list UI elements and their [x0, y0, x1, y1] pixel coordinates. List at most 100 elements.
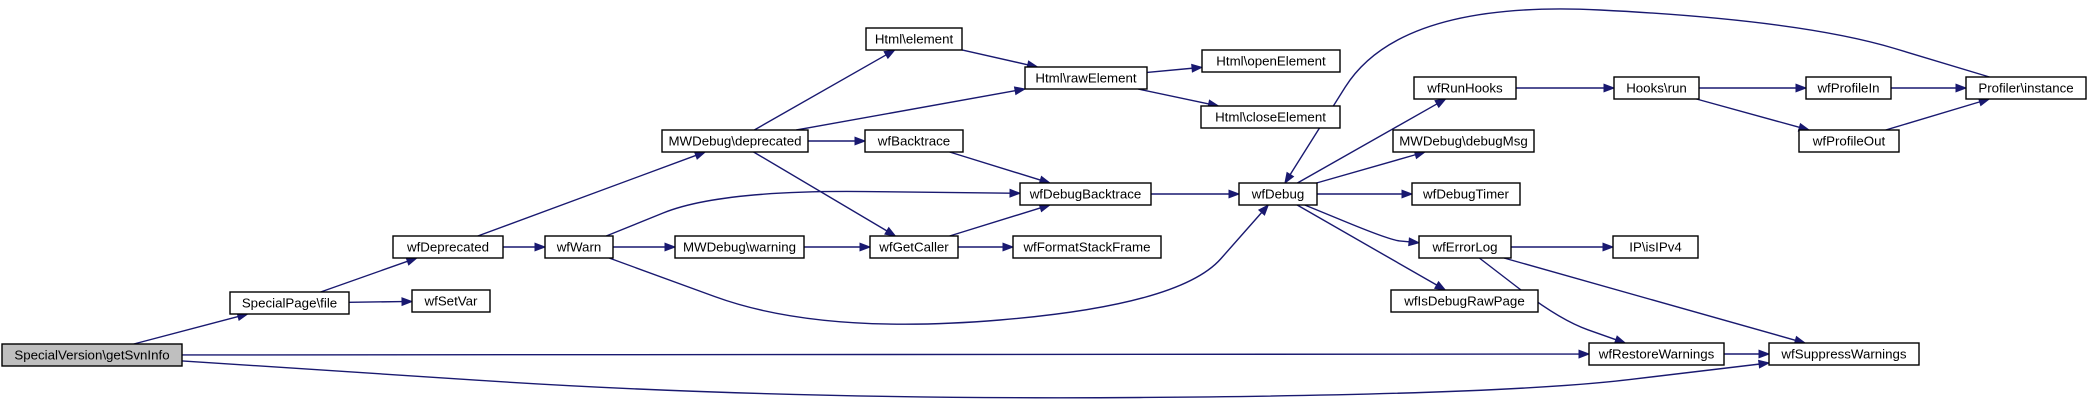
node-label: Html\element — [875, 32, 954, 47]
arrowhead-icon — [1433, 280, 1447, 291]
arrowhead-icon — [1955, 83, 1968, 93]
node-label: wfFormatStackFrame — [1022, 240, 1150, 255]
edge-line — [608, 212, 1263, 325]
node-label: SpecialVersion\getSvnInfo — [14, 348, 169, 363]
node-mwdDeprecated[interactable]: MWDebug\deprecated — [661, 129, 809, 153]
node-hooksRun[interactable]: Hooks\run — [1613, 76, 1700, 100]
arrowhead-icon — [1795, 83, 1808, 93]
node-wfDebugTimer[interactable]: wfDebugTimer — [1411, 182, 1521, 206]
node-label: wfBacktrace — [877, 134, 950, 149]
node-htmlRawElement[interactable]: Html\rawElement — [1024, 66, 1148, 90]
node-wfWarn[interactable]: wfWarn — [544, 235, 614, 259]
edge-wfWarn-to-wfDebugBacktrace — [605, 188, 1022, 237]
edge-file-to-wfDeprecated — [320, 257, 419, 293]
edge-wfErrorLog-to-wfSuppressWarnings — [1503, 257, 1807, 345]
arrowhead-icon — [1578, 349, 1591, 359]
node-wfBacktrace[interactable]: wfBacktrace — [864, 129, 964, 153]
arrowhead-icon — [405, 257, 419, 266]
edge-line — [961, 49, 1028, 66]
edge-wfDeprecated-to-wfWarn — [503, 242, 547, 252]
node-box — [1019, 182, 1152, 206]
node-box — [1418, 235, 1512, 259]
node-htmlElement[interactable]: Html\element — [865, 27, 963, 51]
node-profilerInstance[interactable]: Profiler\instance — [1965, 76, 2087, 100]
arrowhead-icon — [1602, 242, 1615, 252]
edge-line — [1696, 98, 1800, 129]
node-wfRestoreWarnings[interactable]: wfRestoreWarnings — [1588, 342, 1725, 366]
node-box — [864, 129, 964, 153]
node-label: Html\openElement — [1216, 54, 1326, 69]
node-wfErrorLog[interactable]: wfErrorLog — [1418, 235, 1512, 259]
edge-wfDebug-to-wfDebugTimer — [1317, 189, 1414, 199]
node-ipIsIPv4[interactable]: IP\isIPv4 — [1612, 235, 1699, 259]
edge-line — [1885, 101, 1980, 131]
node-wfGetCaller[interactable]: wfGetCaller — [869, 235, 959, 259]
node-box — [544, 235, 614, 259]
edge-mwdDeprecated-to-htmlRawElement — [796, 86, 1027, 131]
arrowhead-icon — [859, 242, 872, 252]
node-wfSuppressWarnings[interactable]: wfSuppressWarnings — [1768, 342, 1920, 366]
node-wfSetVar[interactable]: wfSetVar — [411, 289, 491, 313]
node-wfRunHooks[interactable]: wfRunHooks — [1413, 76, 1517, 100]
node-box — [1390, 289, 1539, 313]
node-wfDebugBacktrace[interactable]: wfDebugBacktrace — [1019, 182, 1152, 206]
node-label: Html\rawElement — [1035, 71, 1137, 86]
node-box — [1613, 76, 1700, 100]
node-getSvnInfo[interactable]: SpecialVersion\getSvnInfo — [1, 343, 183, 367]
node-box — [1392, 129, 1535, 153]
arrowhead-icon — [1401, 189, 1414, 199]
node-box — [1768, 342, 1920, 366]
node-label: wfDebugTimer — [1422, 187, 1510, 202]
node-file[interactable]: SpecialPage\file — [229, 291, 350, 315]
node-wfFormatStackFrame[interactable]: wfFormatStackFrame — [1012, 235, 1162, 259]
edge-line — [949, 151, 1041, 181]
node-box — [674, 235, 805, 259]
node-label: wfIsDebugRawPage — [1403, 294, 1524, 309]
node-wfProfileIn[interactable]: wfProfileIn — [1805, 76, 1892, 100]
node-htmlCloseElement[interactable]: Html\closeElement — [1200, 105, 1341, 129]
node-wfDeprecated[interactable]: wfDeprecated — [392, 235, 504, 259]
arrowhead-icon — [1257, 203, 1270, 216]
node-label: wfDebugBacktrace — [1029, 187, 1142, 202]
edge-getSvnInfo-to-wfSuppressWarnings — [181, 359, 1771, 399]
node-htmlOpenElement[interactable]: Html\openElement — [1201, 49, 1341, 73]
node-wfDebug[interactable]: wfDebug — [1238, 182, 1318, 206]
arrowhead-icon — [1408, 237, 1421, 247]
arrowhead-icon — [883, 49, 896, 60]
node-wfIsDebugRawPage[interactable]: wfIsDebugRawPage — [1390, 289, 1539, 313]
edge-line — [1297, 103, 1438, 184]
arrowhead-icon — [854, 136, 867, 146]
node-label: wfProfileIn — [1816, 81, 1879, 96]
node-label: wfDebug — [1251, 187, 1304, 202]
arrowhead-icon — [1613, 335, 1627, 344]
node-box — [1, 343, 183, 367]
node-box — [1238, 182, 1318, 206]
node-label: wfSetVar — [424, 294, 479, 309]
node-box — [1413, 76, 1517, 100]
arrowhead-icon — [664, 242, 677, 252]
edge-file-to-wfSetVar — [348, 297, 414, 307]
edge-wfWarn-to-wfDebug — [608, 203, 1270, 325]
edge-wfGetCaller-to-wfDebugBacktrace — [949, 203, 1052, 237]
node-box — [411, 289, 491, 313]
node-mwdWarning[interactable]: MWDebug\warning — [674, 235, 805, 259]
arrowhead-icon — [1228, 189, 1241, 199]
edge-wfBacktrace-to-wfDebugBacktrace — [949, 151, 1052, 185]
edge-line — [753, 54, 887, 131]
arrowhead-icon — [401, 297, 414, 307]
node-box — [1798, 129, 1900, 153]
edge-line — [477, 154, 697, 237]
node-mwdDebugMsg[interactable]: MWDebug\debugMsg — [1392, 129, 1535, 153]
edge-wfProfileIn-to-profilerInstance — [1891, 83, 1968, 93]
arrowhead-icon — [1284, 171, 1295, 185]
edge-line — [181, 353, 1580, 356]
node-label: wfRunHooks — [1426, 81, 1503, 96]
edge-line — [796, 90, 1016, 131]
node-wfProfileOut[interactable]: wfProfileOut — [1798, 129, 1900, 153]
edge-wfGetCaller-to-wfFormatStackFrame — [958, 242, 1015, 252]
node-box — [1612, 235, 1699, 259]
edge-line — [133, 315, 239, 345]
edge-wfRestoreWarnings-to-wfSuppressWarnings — [1724, 349, 1771, 359]
node-label: wfSuppressWarnings — [1780, 347, 1906, 362]
edge-line — [1304, 204, 1410, 243]
